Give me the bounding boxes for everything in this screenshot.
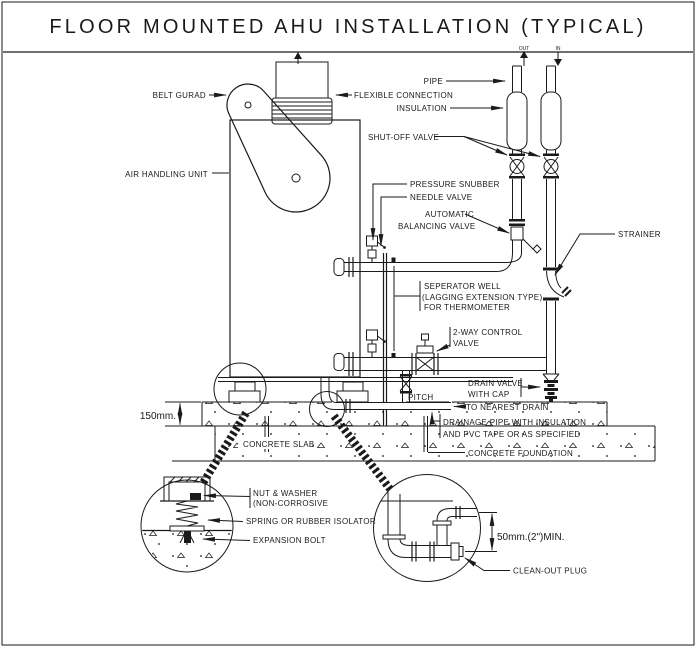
drainage-pipe-label-2: AND PVC TAPE OR AS SPECIFIED [443,430,580,439]
separator-well-label-3: FOR THERMOMETER [424,303,510,312]
pressure-snubber-needle-valve [366,329,386,358]
drainage-pipe-label-1: DRAINAGE PIPE WITH INSULATION [443,418,586,427]
unit-base-channel [163,476,211,501]
nut-washer-label-2: (NON-CORROSIVE [253,499,328,508]
flow-down-arrow-icon [554,59,562,66]
return-pipe-riser: OUT [495,46,542,272]
concrete-slab-label: CONCRETE SLAB [243,440,314,449]
left-foot [234,381,256,392]
automatic-balancing-valve-symbol [510,226,524,241]
flexible-connection-duct [271,52,333,125]
detail-ref-circle-isolator [213,362,267,416]
flexible-connection-label: FLEXIBLE CONNECTION [354,91,453,100]
flow-out-label: OUT [519,46,530,52]
to-nearest-drain-label: TO NEAREST DRAIN [466,403,549,412]
two-way-valve-label-2: VALVE [453,339,479,348]
flow-up-arrow-icon [520,51,528,58]
dim-50-label: 50mm.(2")MIN. [497,532,564,543]
insulation-label: INSULATION [397,104,447,113]
balancing-valve-label-1: AUTOMATIC [425,210,474,219]
drain-valve-label-2: WITH CAP [468,390,510,399]
detail-leader-band-left [199,410,250,486]
ahu-base-frame [218,377,513,403]
shut-off-valve-label: SHUT-OFF VALVE [368,133,439,142]
nut-and-washer [190,493,201,500]
pressure-snubber-label: PRESSURE SNUBBER [410,180,500,189]
belt-guard-label: BELT GURAD [153,91,206,100]
strainer-symbol [546,270,572,298]
upper-coil-pipe [333,235,505,277]
strainer-label: STRAINER [618,230,661,239]
belt-guard-shape [226,83,331,213]
concrete-pad-and-slab: CONCRETE SLAB [165,401,656,462]
pitch-label: PITCH [408,393,434,402]
supply-pipe-riser: IN [540,46,572,402]
expansion-bolt-label: EXPANSION BOLT [253,536,326,545]
pipe-insulation-jacket [540,91,562,151]
spring-isolator [175,500,199,527]
coil-drain-drop-valve [399,370,413,402]
clean-out-plug-symbol [450,542,460,561]
two-way-control-valve-symbol [411,333,439,375]
right-foot [342,381,364,392]
trap-detail-circle [373,474,481,582]
detail-ref-circle-trap [309,391,345,427]
drain-valve-label-1: DRAIN VALVE [468,379,523,388]
callout-labels: BELT GURAD AIR HANDLING UNIT FLEXIBLE CO… [125,77,661,458]
dim-150-label: 150mm. [140,411,176,422]
concrete-foundation-label: CONCRETE FOUNDATION [468,449,573,458]
needle-valve-label: NEEDLE VALVE [410,193,472,202]
separator-well-upper [391,257,396,262]
detail-leader-band-right [330,413,394,492]
spring-isolator-label: SPRING OR RUBBER ISOLATOR [246,517,376,526]
lower-coil-pipe [333,329,547,402]
pipe-insulation-jacket [506,91,528,151]
duct-up-arrow-icon [294,52,302,59]
isolator-detail-labels: NUT & WASHER (NON-CORROSIVE SPRING OR RU… [201,488,376,545]
separator-well-label-1: SEPERATOR WELL [424,282,501,291]
separator-well-lower [391,353,396,358]
nut-washer-label-1: NUT & WASHER [253,489,318,498]
drain-valve-with-cap-symbol [542,373,560,402]
isolator-detail-circle [140,476,234,573]
flow-in-label: IN [556,46,561,52]
two-way-valve-label-1: 2-WAY CONTROL [453,328,523,337]
clean-out-plug-label: CLEAN-OUT PLUG [513,567,587,576]
ahu-label: AIR HANDLING UNIT [125,170,208,179]
expansion-bolt [184,531,191,543]
balancing-valve-label-2: BALANCING VALVE [398,222,476,231]
drawing-title: FLOOR MOUNTED AHU INSTALLATION (TYPICAL) [49,16,646,38]
trap-detail-labels: 50mm.(2")MIN. CLEAN-OUT PLUG [464,512,587,576]
separator-well-label-2: (LAGGING EXTENSION TYPE) [422,293,542,302]
pipe-label: PIPE [424,77,443,86]
pad-height-dimension: 150mm. [140,401,201,426]
